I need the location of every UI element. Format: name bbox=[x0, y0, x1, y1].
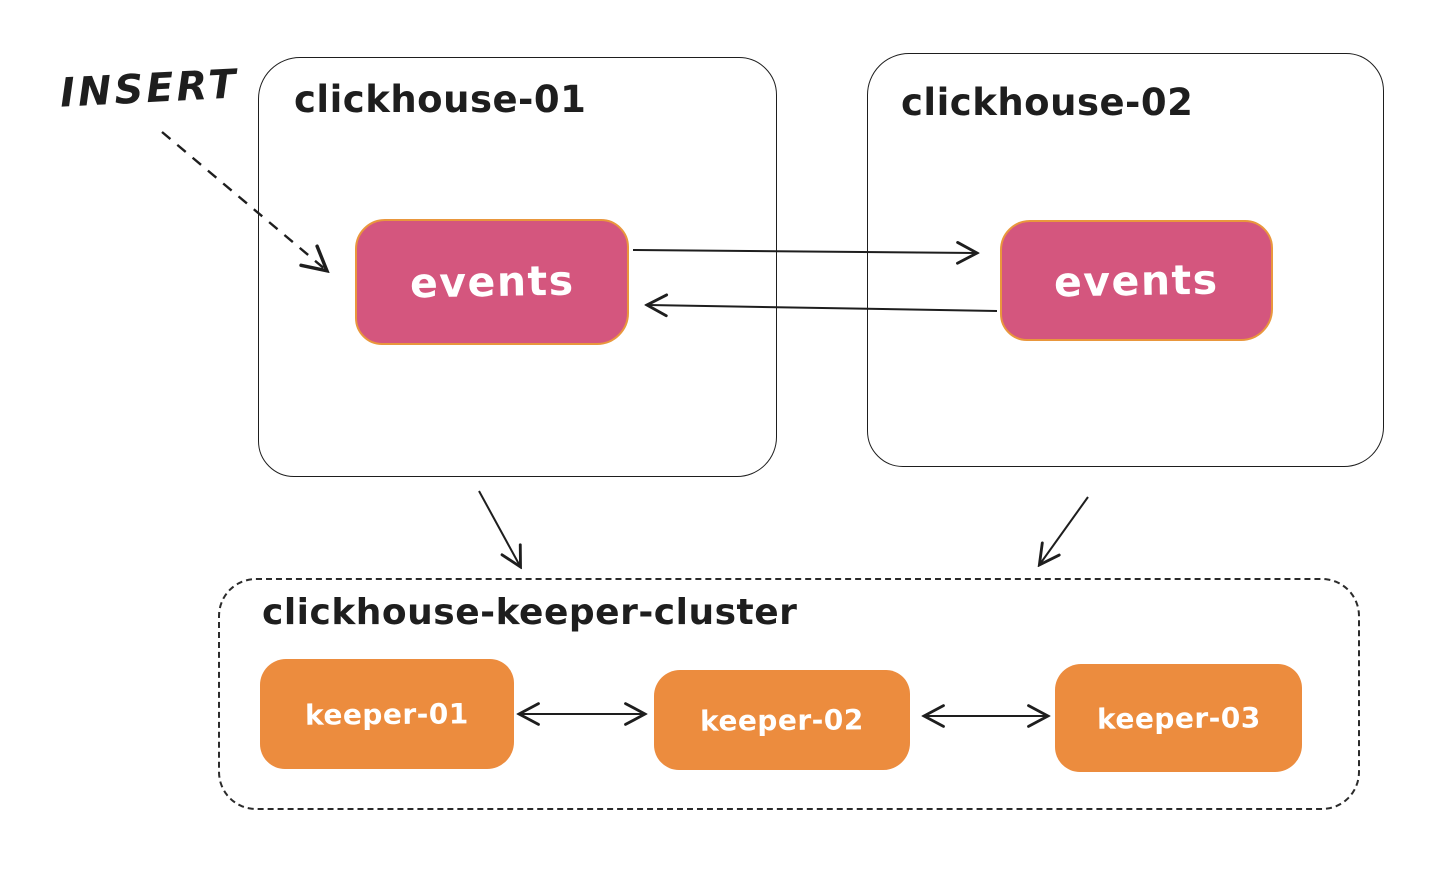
clickhouse-01-node: clickhouse-01 events bbox=[258, 57, 777, 477]
clickhouse-02-events-table: events bbox=[1000, 220, 1273, 341]
keeper-01-node: keeper-01 bbox=[260, 659, 514, 769]
keeper-02-node: keeper-02 bbox=[654, 670, 910, 770]
keeper-cluster-title: clickhouse-keeper-cluster bbox=[262, 592, 798, 633]
keeper-03-node: keeper-03 bbox=[1055, 664, 1302, 772]
keeper-link-clickhouse-01 bbox=[478, 490, 520, 566]
insert-label: INSERT bbox=[58, 61, 240, 117]
keeper-03-label: keeper-03 bbox=[1096, 700, 1261, 736]
clickhouse-01-events-label: events bbox=[409, 256, 575, 308]
clickhouse-02-node: clickhouse-02 events bbox=[867, 53, 1384, 467]
keeper-link-clickhouse-02 bbox=[1040, 496, 1089, 564]
clickhouse-02-events-label: events bbox=[1053, 255, 1220, 306]
clickhouse-02-title: clickhouse-02 bbox=[901, 81, 1194, 124]
clickhouse-01-title: clickhouse-01 bbox=[294, 78, 587, 121]
clickhouse-01-events-table: events bbox=[355, 219, 629, 345]
keeper-01-label: keeper-01 bbox=[304, 696, 470, 732]
keeper-cluster: clickhouse-keeper-cluster keeper-01 keep… bbox=[218, 578, 1360, 810]
keeper-02-label: keeper-02 bbox=[699, 702, 865, 738]
